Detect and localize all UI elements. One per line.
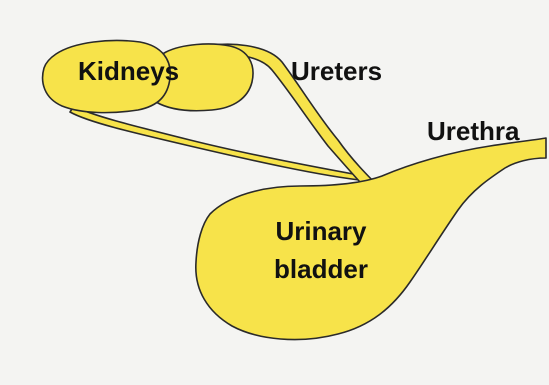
ureters-label: Ureters (291, 56, 382, 86)
urethra-label: Urethra (427, 116, 519, 146)
bladder-label-line-1: Urinary (246, 212, 396, 250)
left-ureter (70, 106, 368, 181)
urinary-bladder-label: Urinary bladder (246, 212, 396, 288)
bladder-label-line-2: bladder (246, 250, 396, 288)
kidneys-label: Kidneys (78, 56, 179, 86)
